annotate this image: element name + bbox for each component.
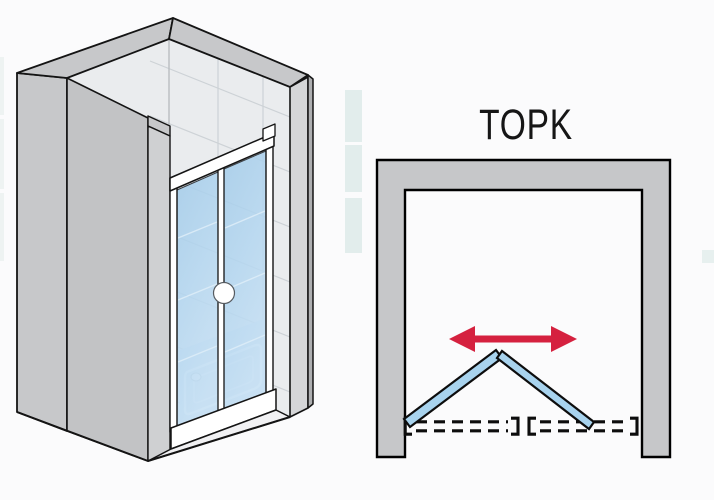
accent-strip — [345, 198, 362, 253]
left-wall-end-face — [16, 72, 68, 432]
door-stile-left — [169, 174, 178, 433]
bifold-door-glass-left — [176, 171, 219, 431]
base-outline — [16, 411, 291, 462]
accent-strip — [345, 90, 362, 142]
track-dashed-panels — [403, 416, 639, 436]
schematic-walls — [375, 158, 672, 459]
left-wall-side-face — [66, 77, 149, 462]
door-knob — [212, 281, 236, 305]
accent-strip — [702, 250, 714, 263]
track-bracket-mid-left — [511, 416, 520, 436]
accent-strip — [0, 193, 4, 261]
return-wall-front — [147, 125, 171, 462]
right-wall-outer-edge — [307, 74, 314, 409]
door-stile-right — [265, 135, 274, 400]
track-bracket-right — [630, 416, 639, 436]
top-view-schematic: TOPK — [375, 101, 672, 459]
fold-slat-left — [402, 348, 504, 429]
accent-strip — [0, 119, 4, 189]
rail-end-cap — [262, 123, 276, 142]
diagram-title: TOPK — [479, 101, 573, 149]
right-wall-pillar — [289, 76, 309, 418]
accent-strip — [345, 145, 362, 192]
track-bracket-mid-right — [527, 416, 536, 436]
accent-strip — [0, 57, 4, 115]
iso-view — [16, 17, 314, 462]
door-frame-rail — [169, 132, 275, 192]
fold-slat-right — [495, 349, 596, 431]
bifold-door-glass-right — [223, 150, 267, 415]
accent-strips — [0, 57, 714, 263]
slide-direction-arrow-icon — [449, 326, 577, 352]
glass-reflection-streaks — [177, 210, 266, 363]
